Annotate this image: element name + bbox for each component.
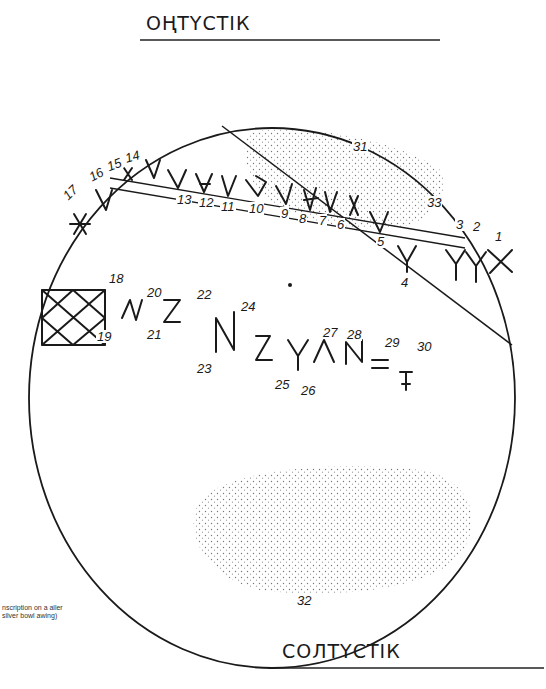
- callout-number: 15: [104, 156, 124, 174]
- callout-number: 13: [176, 193, 192, 206]
- callout-number: 14: [123, 148, 142, 165]
- bowl-outline: [29, 128, 515, 668]
- callout-number: 9: [280, 207, 289, 220]
- callout-number: 10: [248, 202, 264, 215]
- callout-number: 32: [296, 594, 312, 607]
- callout-number: 23: [196, 362, 212, 375]
- callout-number: 27: [322, 326, 338, 339]
- callout-number: 2: [472, 220, 481, 233]
- callout-number: 33: [426, 196, 442, 209]
- scratch-line: [222, 126, 512, 345]
- callout-number: 17: [60, 182, 81, 203]
- callout-number: 11: [220, 200, 236, 213]
- callout-number: 1: [494, 230, 503, 243]
- rune-signs: [42, 160, 512, 390]
- callout-number: 16: [86, 165, 107, 184]
- callout-number: 21: [146, 328, 162, 341]
- callout-number: 7: [318, 214, 327, 227]
- callout-number: 20: [146, 286, 162, 299]
- callout-number: 31: [352, 140, 368, 153]
- callout-number: 6: [336, 218, 345, 231]
- figure-caption: nscription on a aller silver bowl awing): [2, 604, 64, 621]
- direction-heading: СОЛТҮСТІК: [282, 642, 401, 661]
- callout-number: 25: [274, 378, 290, 391]
- scratch-line: [110, 178, 465, 238]
- callout-number: 26: [300, 384, 316, 397]
- callout-number: 5: [376, 235, 385, 248]
- direction-heading: ОҢТҮСТІК: [146, 14, 250, 33]
- callout-number: 8: [298, 212, 307, 225]
- callout-number: 22: [196, 288, 212, 301]
- worn-area: [194, 466, 472, 593]
- title-underline: [140, 39, 440, 41]
- callout-number: 29: [384, 336, 400, 349]
- callout-number: 24: [240, 300, 256, 313]
- callout-number: 30: [416, 340, 432, 353]
- callout-number: 3: [455, 218, 464, 231]
- callout-number: 18: [108, 272, 124, 285]
- heading-underline: [268, 667, 544, 669]
- callout-number: 4: [400, 276, 409, 289]
- callout-number: 12: [198, 196, 214, 209]
- dot-mark: [288, 283, 292, 287]
- callout-number: 19: [96, 330, 112, 343]
- callout-number: 28: [346, 328, 362, 341]
